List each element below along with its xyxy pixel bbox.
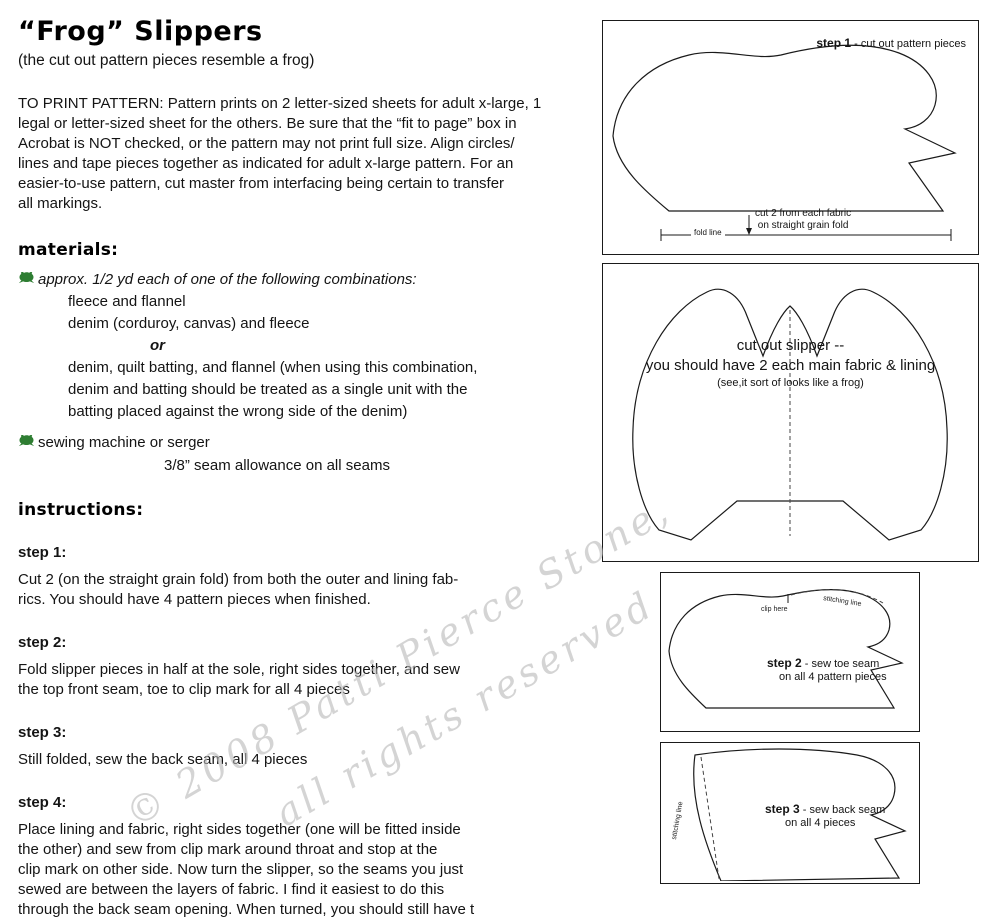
back-seam-outline — [693, 748, 907, 881]
materials-item-1: approx. 1/2 yd each of one of the follow… — [18, 269, 584, 423]
clip-here-label: clip here — [761, 606, 788, 613]
or-label: or — [150, 337, 165, 354]
materials-combos-intro: approx. 1/2 yd each of one of the follow… — [38, 271, 417, 288]
step1-diagram-caption: step 1 - cut out pattern pieces — [816, 37, 966, 51]
materials-item-2-text: sewing machine or serger — [38, 434, 210, 451]
materials-item-1-text: approx. 1/2 yd each of one of the follow… — [38, 269, 477, 423]
cutout-diagram-text: cut out slipper -- you should have 2 eac… — [603, 336, 978, 391]
frog-bullet-icon — [18, 434, 38, 453]
materials-heading: materials: — [18, 240, 119, 260]
step2-caption-line2: on all 4 pattern pieces — [779, 671, 887, 683]
step2-caption-line1: step 2 - sew toe seam — [767, 657, 887, 671]
diagram-step2-toe-seam: clip here stitching line step 2 - sew to… — [660, 572, 920, 732]
fold-line-label: fold line — [691, 228, 725, 237]
pattern-document-page: “Frog” Slippers (the cut out pattern pie… — [18, 16, 979, 918]
step1-caption-step: step 1 — [816, 36, 852, 50]
step3-caption-rest: - sew back seam — [799, 804, 886, 816]
cutout-line-1: cut out slipper -- — [736, 337, 845, 354]
diagram-step1-cut-pieces: step 1 - cut out pattern pieces cut 2 fr… — [602, 20, 979, 255]
page-subtitle: (the cut out pattern pieces resemble a f… — [18, 52, 315, 69]
step-3-text: Still folded, sew the back seam, all 4 p… — [18, 751, 308, 768]
step3-caption-step: step 3 — [765, 802, 800, 816]
cut-2-note: cut 2 from each fabric on straight grain… — [755, 208, 852, 231]
step-3-label: step 3: — [18, 724, 67, 741]
step2-diagram-caption: step 2 - sew toe seam on all 4 pattern p… — [767, 657, 887, 684]
step-2-label: step 2: — [18, 634, 67, 651]
diagram-step3-back-seam: stitching line step 3 - sew back seam on… — [660, 742, 920, 884]
toe-seam-outline — [668, 588, 904, 709]
materials-option-2: denim (corduroy, canvas) and fleece — [68, 315, 310, 332]
page-title: “Frog” Slippers — [18, 16, 263, 47]
step-2-text: Fold slipper pieces in half at the sole,… — [18, 661, 460, 698]
diagram-cutout-slipper: cut out slipper -- you should have 2 eac… — [602, 263, 979, 562]
frog-bullet-icon — [18, 271, 38, 290]
materials-item-2: sewing machine or serger — [18, 432, 584, 454]
cutout-line-3: (see,it sort of looks like a frog) — [717, 377, 864, 389]
materials-option-1: fleece and flannel — [68, 293, 186, 310]
materials-option-3: denim, quilt batting, and flannel (when … — [68, 359, 478, 420]
step-4-text: Place lining and fabric, right sides tog… — [18, 821, 475, 918]
slipper-cutout-outline — [632, 288, 948, 541]
instructions-heading: instructions: — [18, 500, 144, 520]
seam-allowance-note: 3/8” seam allowance on all seams — [164, 457, 390, 474]
step3-caption-line1: step 3 - sew back seam — [765, 803, 885, 817]
step3-diagram-caption: step 3 - sew back seam on all 4 pieces — [765, 803, 885, 830]
step-1-label: step 1: — [18, 544, 67, 561]
text-column: “Frog” Slippers (the cut out pattern pie… — [18, 16, 584, 920]
step-1-text: Cut 2 (on the straight grain fold) from … — [18, 571, 459, 608]
step1-caption-rest: - cut out pattern pieces — [851, 38, 966, 50]
step3-caption-line2: on all 4 pieces — [785, 817, 856, 829]
step2-caption-step: step 2 — [767, 656, 802, 670]
print-instructions: TO PRINT PATTERN: Pattern prints on 2 le… — [18, 95, 542, 212]
cutout-line-2: you should have 2 each main fabric & lin… — [645, 357, 936, 374]
step2-caption-rest: - sew toe seam — [801, 658, 880, 670]
step-4-label: step 4: — [18, 794, 67, 811]
